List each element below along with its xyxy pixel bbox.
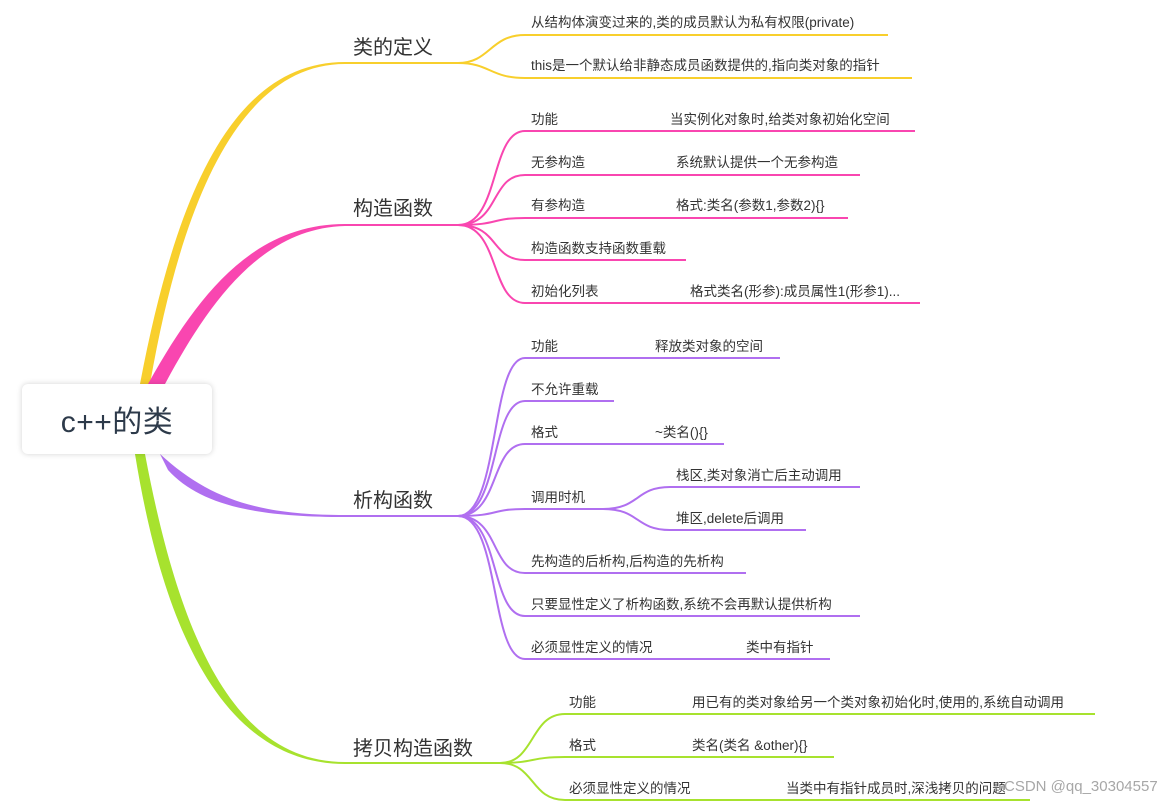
connector-dtor-2 [457,400,614,517]
main-branch-def [140,62,345,384]
branch-dtor-label[interactable]: 析构函数 [353,490,433,512]
dtor-item-6-label[interactable]: 只要显性定义了析构函数,系统不会再默认提供析构 [531,597,832,612]
connector-ctor-1 [457,130,915,226]
copy-item-2-label[interactable]: 格式 [569,738,596,753]
ctor-item-1-value[interactable]: 当实例化对象时,给类对象初始化空间 [670,112,890,127]
copy-item-2-value[interactable]: 类名(类名 &other){} [692,738,808,753]
root-node[interactable]: c++的类 [22,384,212,454]
connector-ctor-2 [457,174,860,226]
root-label: c++的类 [60,406,174,439]
ctor-item-4-label[interactable]: 构造函数支持函数重载 [531,241,666,256]
dtor-item-7-value[interactable]: 类中有指针 [746,640,814,655]
main-branch-copy [135,454,345,764]
branch-ctor-label[interactable]: 构造函数 [353,198,433,220]
connector-dtor-4 [457,508,603,517]
connector-copy-1 [499,713,1095,764]
dtor-item-5-label[interactable]: 先构造的后析构,后构造的先析构 [531,554,724,569]
connector-dtor-1 [457,357,780,517]
ctor-item-2-value[interactable]: 系统默认提供一个无参构造 [676,155,838,170]
connector-ctor-3 [457,217,848,226]
connector-dtor-5 [457,515,746,574]
dtor-item-3-value[interactable]: ~类名(){} [655,425,708,440]
connector-def-2 [457,62,912,79]
connector-dtor-7 [457,515,830,660]
connector-dtor-6 [457,515,860,617]
connector-def-1 [457,34,888,64]
ctor-item-5-label[interactable]: 初始化列表 [531,284,599,299]
branch-def-label[interactable]: 类的定义 [353,37,433,59]
def-item-2[interactable]: this是一个默认给非静态成员函数提供的,指向类对象的指针 [531,58,880,73]
branch-copy-label[interactable]: 拷贝构造函数 [353,738,473,760]
watermark: CSDN @qq_30304557 [1004,778,1158,795]
connector-dtor-timing-1 [602,486,860,510]
connector-copy-2 [499,756,834,764]
dtor-item-3-label[interactable]: 格式 [531,425,558,440]
main-branch-ctor [148,224,345,384]
connector-copy-3 [499,762,1030,801]
ctor-item-1-label[interactable]: 功能 [531,112,558,127]
dtor-timing-child-2[interactable]: 堆区,delete后调用 [676,511,785,526]
dtor-timing-child-1[interactable]: 栈区,类对象消亡后主动调用 [676,468,842,483]
ctor-item-3-label[interactable]: 有参构造 [531,198,585,213]
ctor-item-2-label[interactable]: 无参构造 [531,155,585,170]
connector-dtor-timing-2 [602,508,806,531]
ctor-item-3-value[interactable]: 格式:类名(参数1,参数2){} [676,198,825,213]
connector-dtor-3 [457,443,724,517]
main-branch-dtor [160,454,345,517]
copy-item-1-value[interactable]: 用已有的类对象给另一个类对象初始化时,使用的,系统自动调用 [692,695,1065,710]
dtor-item-4-label[interactable]: 调用时机 [531,490,585,505]
dtor-item-1-label[interactable]: 功能 [531,339,558,354]
ctor-item-5-value[interactable]: 格式类名(形参):成员属性1(形参1)... [690,284,901,299]
copy-item-3-label[interactable]: 必须显性定义的情况 [569,781,691,796]
copy-item-3-value[interactable]: 当类中有指针成员时,深浅拷贝的问题 [786,781,1006,796]
connector-ctor-5 [457,224,920,304]
dtor-item-7-label[interactable]: 必须显性定义的情况 [531,640,653,655]
def-item-1[interactable]: 从结构体演变过来的,类的成员默认为私有权限(private) [531,15,855,30]
connector-ctor-4 [457,224,686,261]
copy-item-1-label[interactable]: 功能 [569,695,596,710]
dtor-item-2-label[interactable]: 不允许重载 [531,382,599,397]
dtor-item-1-value[interactable]: 释放类对象的空间 [655,339,763,354]
